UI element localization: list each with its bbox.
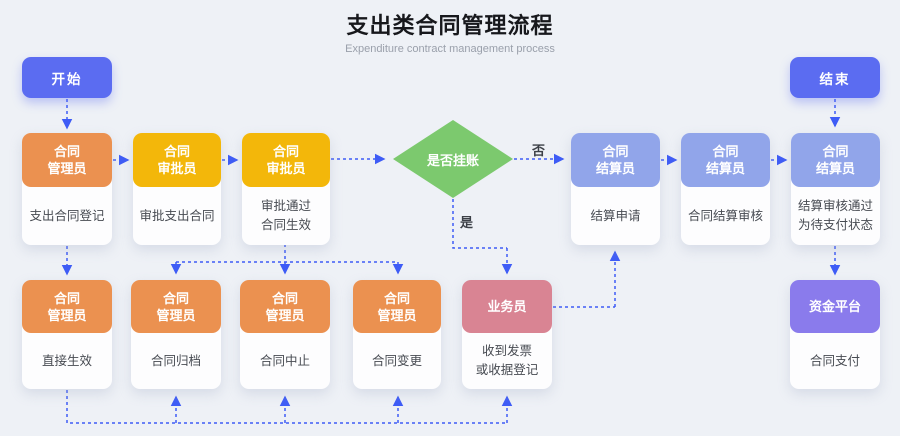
node-contract-terminate[interactable]: 合同 管理员 合同中止 [240,280,330,389]
decision-label: 是否挂账 [426,152,479,168]
node-task-label: 合同归档 [150,353,201,368]
node-role-header: 合同 管理员 [353,280,441,333]
page-header: 支出类合同管理流程 Expenditure contract managemen… [0,8,900,55]
start-node[interactable]: 开始 [22,57,112,98]
start-label: 开始 [51,71,83,87]
node-role-header: 合同 管理员 [22,133,112,187]
node-role-label: 合同 管理员 [156,290,196,323]
node-contract-change[interactable]: 合同 管理员 合同变更 [353,280,441,389]
page-title: 支出类合同管理流程 [346,13,554,38]
node-task-body: 审批通过 合同生效 [242,187,330,245]
node-task-body: 合同结算审核 [681,187,770,245]
node-role-label: 业务员 [487,299,527,314]
node-task-label: 合同中止 [259,353,310,368]
edge-label-yes: 是 [460,215,474,230]
node-role-header: 合同 管理员 [131,280,221,333]
node-task-body: 收到发票 或收据登记 [462,333,552,389]
node-task-label: 收到发票 或收据登记 [475,344,539,377]
node-task-label: 支出合同登记 [29,208,105,223]
node-task-label: 审批支出合同 [139,208,215,223]
node-role-label: 合同 结算员 [595,144,635,176]
node-task-label: 结算审核通过 为待支付状态 [797,199,873,232]
node-task-body: 结算审核通过 为待支付状态 [791,187,880,245]
node-contract-archive[interactable]: 合同 管理员 合同归档 [131,280,221,389]
node-task-body: 合同中止 [240,333,330,389]
node-task-body: 审批支出合同 [133,187,221,245]
node-task-label: 直接生效 [41,353,92,368]
node-settlement-apply[interactable]: 合同 结算员 结算申请 [571,133,660,245]
node-role-header: 合同 结算员 [681,133,770,187]
node-direct-effective[interactable]: 合同 管理员 直接生效 [22,280,112,389]
node-task-body: 合同归档 [131,333,221,389]
node-role-label: 合同 结算员 [815,144,855,176]
node-task-body: 支出合同登记 [22,187,112,245]
node-fund-platform-payment[interactable]: 资金平台 合同支付 [790,280,880,389]
node-contract-approved-effective[interactable]: 合同 审批员 审批通过 合同生效 [242,133,330,245]
node-role-header: 合同 审批员 [242,133,330,187]
node-role-label: 合同 管理员 [47,290,87,323]
node-settlement-passed[interactable]: 合同 结算员 结算审核通过 为待支付状态 [791,133,880,245]
node-role-label: 合同 审批员 [157,144,197,176]
node-task-label: 结算申请 [590,208,641,223]
node-clerk-invoice-register[interactable]: 业务员 收到发票 或收据登记 [462,280,552,389]
end-node[interactable]: 结束 [790,57,880,98]
node-task-label: 合同支付 [809,353,860,368]
node-role-label: 合同 审批员 [266,144,306,176]
node-role-header: 合同 审批员 [133,133,221,187]
node-task-body: 结算申请 [571,187,660,245]
node-role-label: 合同 管理员 [265,290,305,323]
node-role-header: 合同 管理员 [22,280,112,333]
node-settlement-review[interactable]: 合同 结算员 合同结算审核 [681,133,770,245]
node-role-label: 资金平台 [808,299,861,314]
node-role-header: 资金平台 [790,280,880,333]
node-contract-approve[interactable]: 合同 审批员 审批支出合同 [133,133,221,245]
node-role-header: 合同 结算员 [571,133,660,187]
node-task-body: 直接生效 [22,333,112,389]
node-task-label: 合同变更 [371,353,422,368]
node-role-header: 业务员 [462,280,552,333]
end-label: 结束 [819,71,851,87]
node-task-label: 合同结算审核 [687,208,763,223]
node-contract-register[interactable]: 合同 管理员 支出合同登记 [22,133,112,245]
node-task-body: 合同变更 [353,333,441,389]
node-role-label: 合同 管理员 [47,144,87,176]
node-task-body: 合同支付 [790,333,880,389]
page-subtitle: Expenditure contract management process [345,43,555,55]
node-task-label: 审批通过 合同生效 [260,199,311,232]
edge-label-no: 否 [532,143,546,158]
node-role-header: 合同 结算员 [791,133,880,187]
node-role-label: 合同 管理员 [377,290,417,323]
node-role-header: 合同 管理员 [240,280,330,333]
node-role-label: 合同 结算员 [705,144,745,176]
